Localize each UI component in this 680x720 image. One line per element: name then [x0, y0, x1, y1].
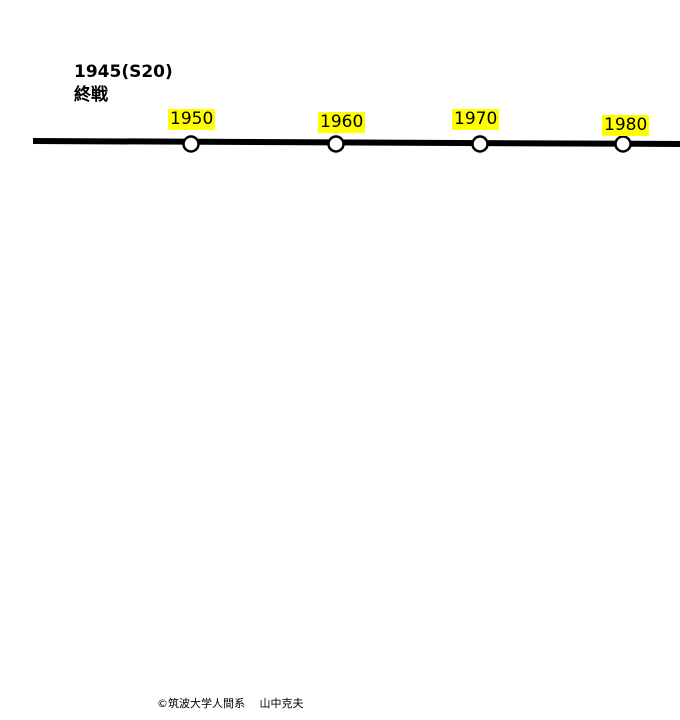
- timeline-axis: [32, 138, 680, 147]
- start-event: 終戦: [74, 85, 108, 105]
- marker-1970: [471, 135, 489, 153]
- year-label-1950: 1950: [168, 109, 216, 130]
- start-year: 1945(S20): [74, 62, 173, 82]
- year-label-1970: 1970: [452, 109, 500, 130]
- copyright-credit: ©筑波大学人間系 山中克夫: [157, 697, 304, 710]
- year-label-1960: 1960: [318, 112, 366, 133]
- year-label-1980: 1980: [602, 115, 650, 136]
- marker-1950: [182, 135, 200, 153]
- marker-1980: [614, 135, 632, 153]
- marker-1960: [327, 135, 345, 153]
- start-heading: 1945(S20) 終戦: [74, 61, 173, 107]
